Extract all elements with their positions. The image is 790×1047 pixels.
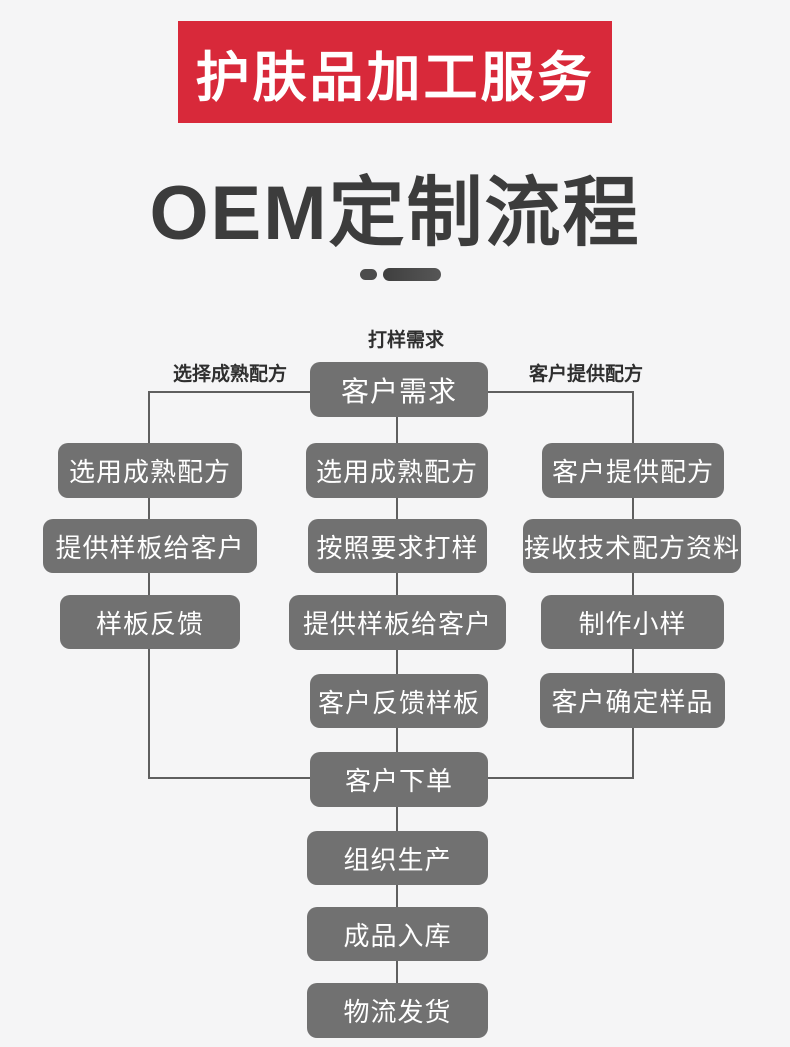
decorative-dash — [383, 268, 441, 281]
node-center-provide-sample: 提供样板给客户 — [289, 595, 506, 650]
connector-top-left — [148, 391, 314, 393]
decorative-dot — [360, 269, 377, 280]
node-right-make-small-sample: 制作小样 — [541, 595, 724, 649]
connector-left-vertical — [148, 391, 150, 779]
connector-right-vertical — [632, 391, 634, 779]
node-center-use-mature-formula: 选用成熟配方 — [306, 443, 488, 498]
label-choose-mature-formula: 选择成熟配方 — [172, 364, 287, 385]
connector-top-right — [486, 391, 634, 393]
node-customer-demand: 客户需求 — [310, 362, 488, 417]
node-customer-order: 客户下单 — [310, 752, 488, 807]
label-client-provide-formula: 客户提供配方 — [528, 364, 643, 385]
node-left-provide-sample: 提供样板给客户 — [43, 519, 257, 573]
page-title: OEM定制流程 — [149, 171, 641, 256]
node-right-confirm-sample: 客户确定样品 — [540, 673, 725, 728]
connector-bottom-right — [486, 777, 634, 779]
node-left-use-mature-formula: 选用成熟配方 — [58, 443, 242, 498]
node-right-receive-tech-data: 接收技术配方资料 — [523, 519, 741, 573]
node-left-sample-feedback: 样板反馈 — [60, 595, 240, 649]
node-logistics-shipping: 物流发货 — [307, 983, 488, 1038]
node-organize-production: 组织生产 — [307, 831, 488, 885]
label-sample-demand: 打样需求 — [367, 330, 444, 351]
node-center-sample-per-request: 按照要求打样 — [308, 519, 487, 573]
banner-title: 护肤品加工服务 — [178, 21, 612, 123]
connector-bottom-left — [148, 777, 314, 779]
node-finished-warehouse: 成品入库 — [307, 907, 488, 961]
node-center-client-feedback: 客户反馈样板 — [310, 674, 488, 728]
node-right-client-formula: 客户提供配方 — [542, 443, 724, 498]
